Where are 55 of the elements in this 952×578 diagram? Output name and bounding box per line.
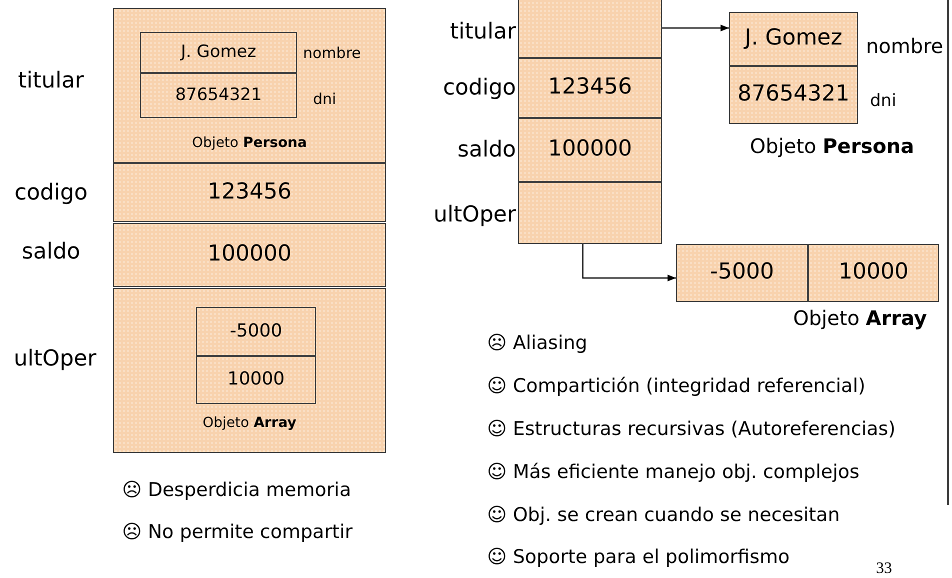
arrow [582, 244, 676, 282]
memory-cell [729, 12, 858, 66]
bullet-note: ☺ Compartición (integridad referencial) [487, 375, 866, 397]
field-value: -5000 [230, 320, 282, 341]
field-name: saldo [22, 240, 80, 264]
bullet-note: ☹ Desperdicia memoria [122, 479, 352, 501]
field-value: 123456 [208, 179, 292, 204]
value-box [140, 73, 297, 118]
memory-cell [518, 118, 662, 182]
field-name: codigo [14, 180, 88, 206]
arrow [662, 24, 729, 32]
bullet-note: ☺ Más eficiente manejo obj. complejos [487, 461, 860, 483]
value-box [196, 356, 316, 404]
value-box [140, 32, 297, 73]
field-name: nombre [303, 44, 361, 62]
object-caption: Objeto Persona [750, 134, 914, 158]
object-caption: Objeto Array [793, 306, 927, 330]
field-value: 87654321 [738, 82, 850, 106]
memory-cell [808, 244, 939, 302]
field-value: 87654321 [175, 84, 262, 104]
bullet-note: ☺ Soporte para el polimorfismo [487, 546, 790, 568]
field-name: dni [313, 90, 336, 108]
memory-cell [113, 163, 386, 222]
field-name: saldo [458, 138, 516, 162]
field-value: J. Gomez [180, 42, 256, 62]
value-box [196, 307, 316, 356]
pointer-cell [518, 0, 662, 58]
field-name: titular [450, 20, 516, 44]
object-caption: Objeto Array [202, 415, 296, 431]
memory-cell [518, 58, 662, 118]
field-name: ultOper [14, 346, 96, 372]
bullet-note: ☹ No permite compartir [122, 521, 353, 543]
bullet-note: ☺ Estructuras recursivas (Autoreferencias) [487, 418, 896, 440]
field-name: codigo [442, 76, 516, 100]
field-value: J. Gomez [744, 26, 842, 50]
field-value: -5000 [710, 260, 774, 284]
memory-cell [729, 66, 858, 124]
object-caption: Objeto Persona [192, 135, 307, 151]
bullet-note: ☹ Aliasing [487, 332, 588, 354]
memory-cell [113, 8, 386, 163]
memory-cell [113, 288, 386, 453]
field-name: dni [870, 91, 896, 111]
pointer-cell [518, 182, 662, 244]
field-value: 123456 [548, 74, 632, 100]
field-value: 10000 [227, 368, 285, 390]
field-name: nombre [866, 34, 944, 58]
memory-cell [113, 223, 386, 287]
field-value: 100000 [548, 136, 632, 162]
field-value: 100000 [208, 242, 292, 266]
field-name: ultOper [433, 202, 516, 228]
bullet-note: ☺ Obj. se crean cuando se necesitan [487, 504, 840, 526]
memory-cell [676, 244, 808, 302]
field-name: titular [18, 68, 84, 94]
field-value: 10000 [838, 260, 908, 284]
page-number: 33 [876, 560, 892, 578]
